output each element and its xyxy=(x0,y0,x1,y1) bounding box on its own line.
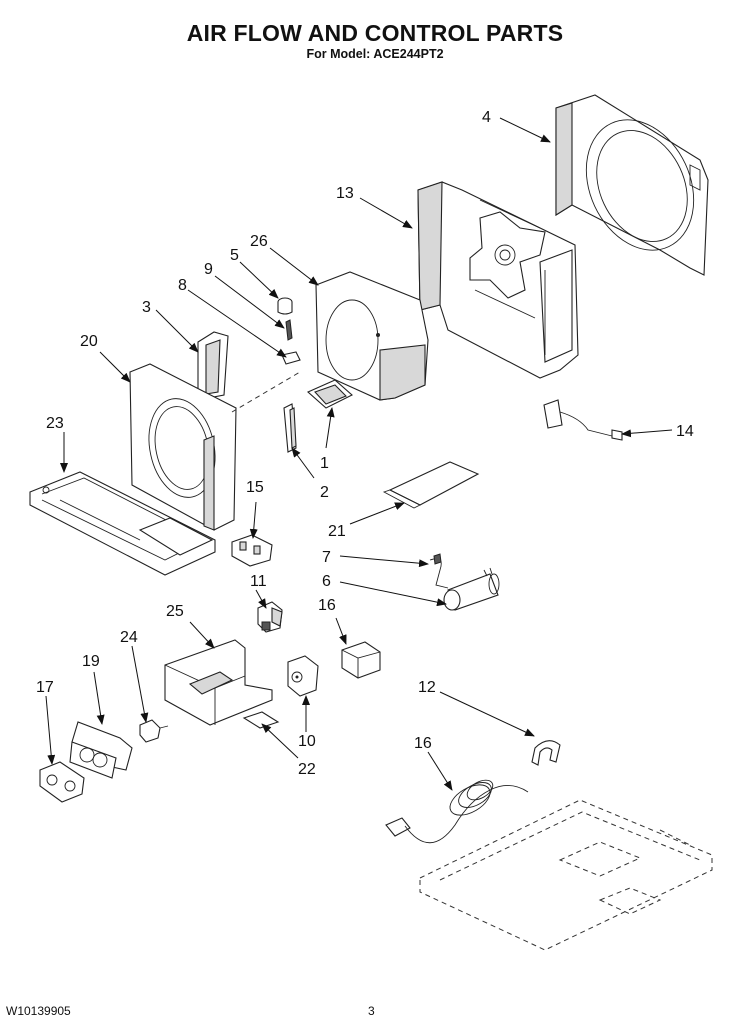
page-title: AIR FLOW AND CONTROL PARTS xyxy=(186,20,564,46)
callout-20: 20 xyxy=(80,333,98,350)
part-20-front-frame xyxy=(129,363,237,531)
callout-11: 11 xyxy=(250,573,267,590)
part-23-base-tray xyxy=(29,471,216,576)
part-2-channel xyxy=(283,403,297,453)
part-19-faceplate xyxy=(39,761,85,803)
part-8-clip xyxy=(281,351,301,365)
part-18-panel xyxy=(69,721,133,779)
part-12-clamp xyxy=(531,740,561,766)
callout-25: 25 xyxy=(166,603,184,620)
part-14-sensor xyxy=(543,399,623,441)
callout-22: 24 xyxy=(120,629,138,646)
callout-19: 17 xyxy=(36,679,54,696)
part-15-terminal xyxy=(231,534,273,567)
callout-7: 7 xyxy=(322,549,331,566)
callout-10: 10 xyxy=(298,733,316,750)
part-17-relay xyxy=(341,641,381,679)
callout-5: 5 xyxy=(230,247,239,264)
callout-numbers: 4 13 26 5 9 8 3 20 23 1 2 14 15 21 7 6 1… xyxy=(36,109,694,778)
part-13-bulkhead xyxy=(417,181,579,379)
part-25-control-box xyxy=(164,639,273,726)
callout-9: 9 xyxy=(204,261,213,278)
part-11-switch xyxy=(257,601,283,633)
part-6-capacitor xyxy=(443,567,500,611)
callout-15: 15 xyxy=(246,479,264,496)
part-10-control xyxy=(287,655,319,697)
page-number: 3 xyxy=(368,1004,375,1018)
part-21-insulation xyxy=(382,461,480,509)
model-subtitle: For Model: ACE244PT2 xyxy=(306,47,444,61)
part-24-strip xyxy=(242,711,280,729)
callout-8: 8 xyxy=(178,277,187,294)
part-16-power-cord xyxy=(385,779,529,844)
callout-23: 23 xyxy=(46,415,64,432)
part-1-bracket xyxy=(306,379,353,409)
callout-12: 12 xyxy=(418,679,436,696)
callout-leaders xyxy=(45,117,673,791)
callout-21: 21 xyxy=(328,523,346,540)
callout-18: 19 xyxy=(82,653,100,670)
callout-26: 26 xyxy=(250,233,268,250)
callout-17: 16 xyxy=(318,597,336,614)
callout-4: 4 xyxy=(482,109,491,126)
callout-16: 16 xyxy=(414,735,432,752)
part-22-plug xyxy=(139,719,169,743)
callout-2: 2 xyxy=(320,484,329,501)
callout-13: 13 xyxy=(336,185,354,202)
part-26-blower-housing xyxy=(315,271,429,401)
part-7-strap xyxy=(429,553,449,589)
part-4-shroud xyxy=(555,94,709,276)
callout-24: 22 xyxy=(298,761,316,778)
part-9-clip xyxy=(285,319,293,341)
part-3-bracket xyxy=(197,331,229,399)
callout-14: 14 xyxy=(676,423,694,440)
part-5-cap xyxy=(277,297,293,315)
callout-3: 3 xyxy=(142,299,151,316)
document-number: W10139905 xyxy=(6,1004,71,1018)
callout-1: 1 xyxy=(320,455,329,472)
base-pan-outline xyxy=(419,799,713,951)
callout-6: 6 xyxy=(322,573,331,590)
